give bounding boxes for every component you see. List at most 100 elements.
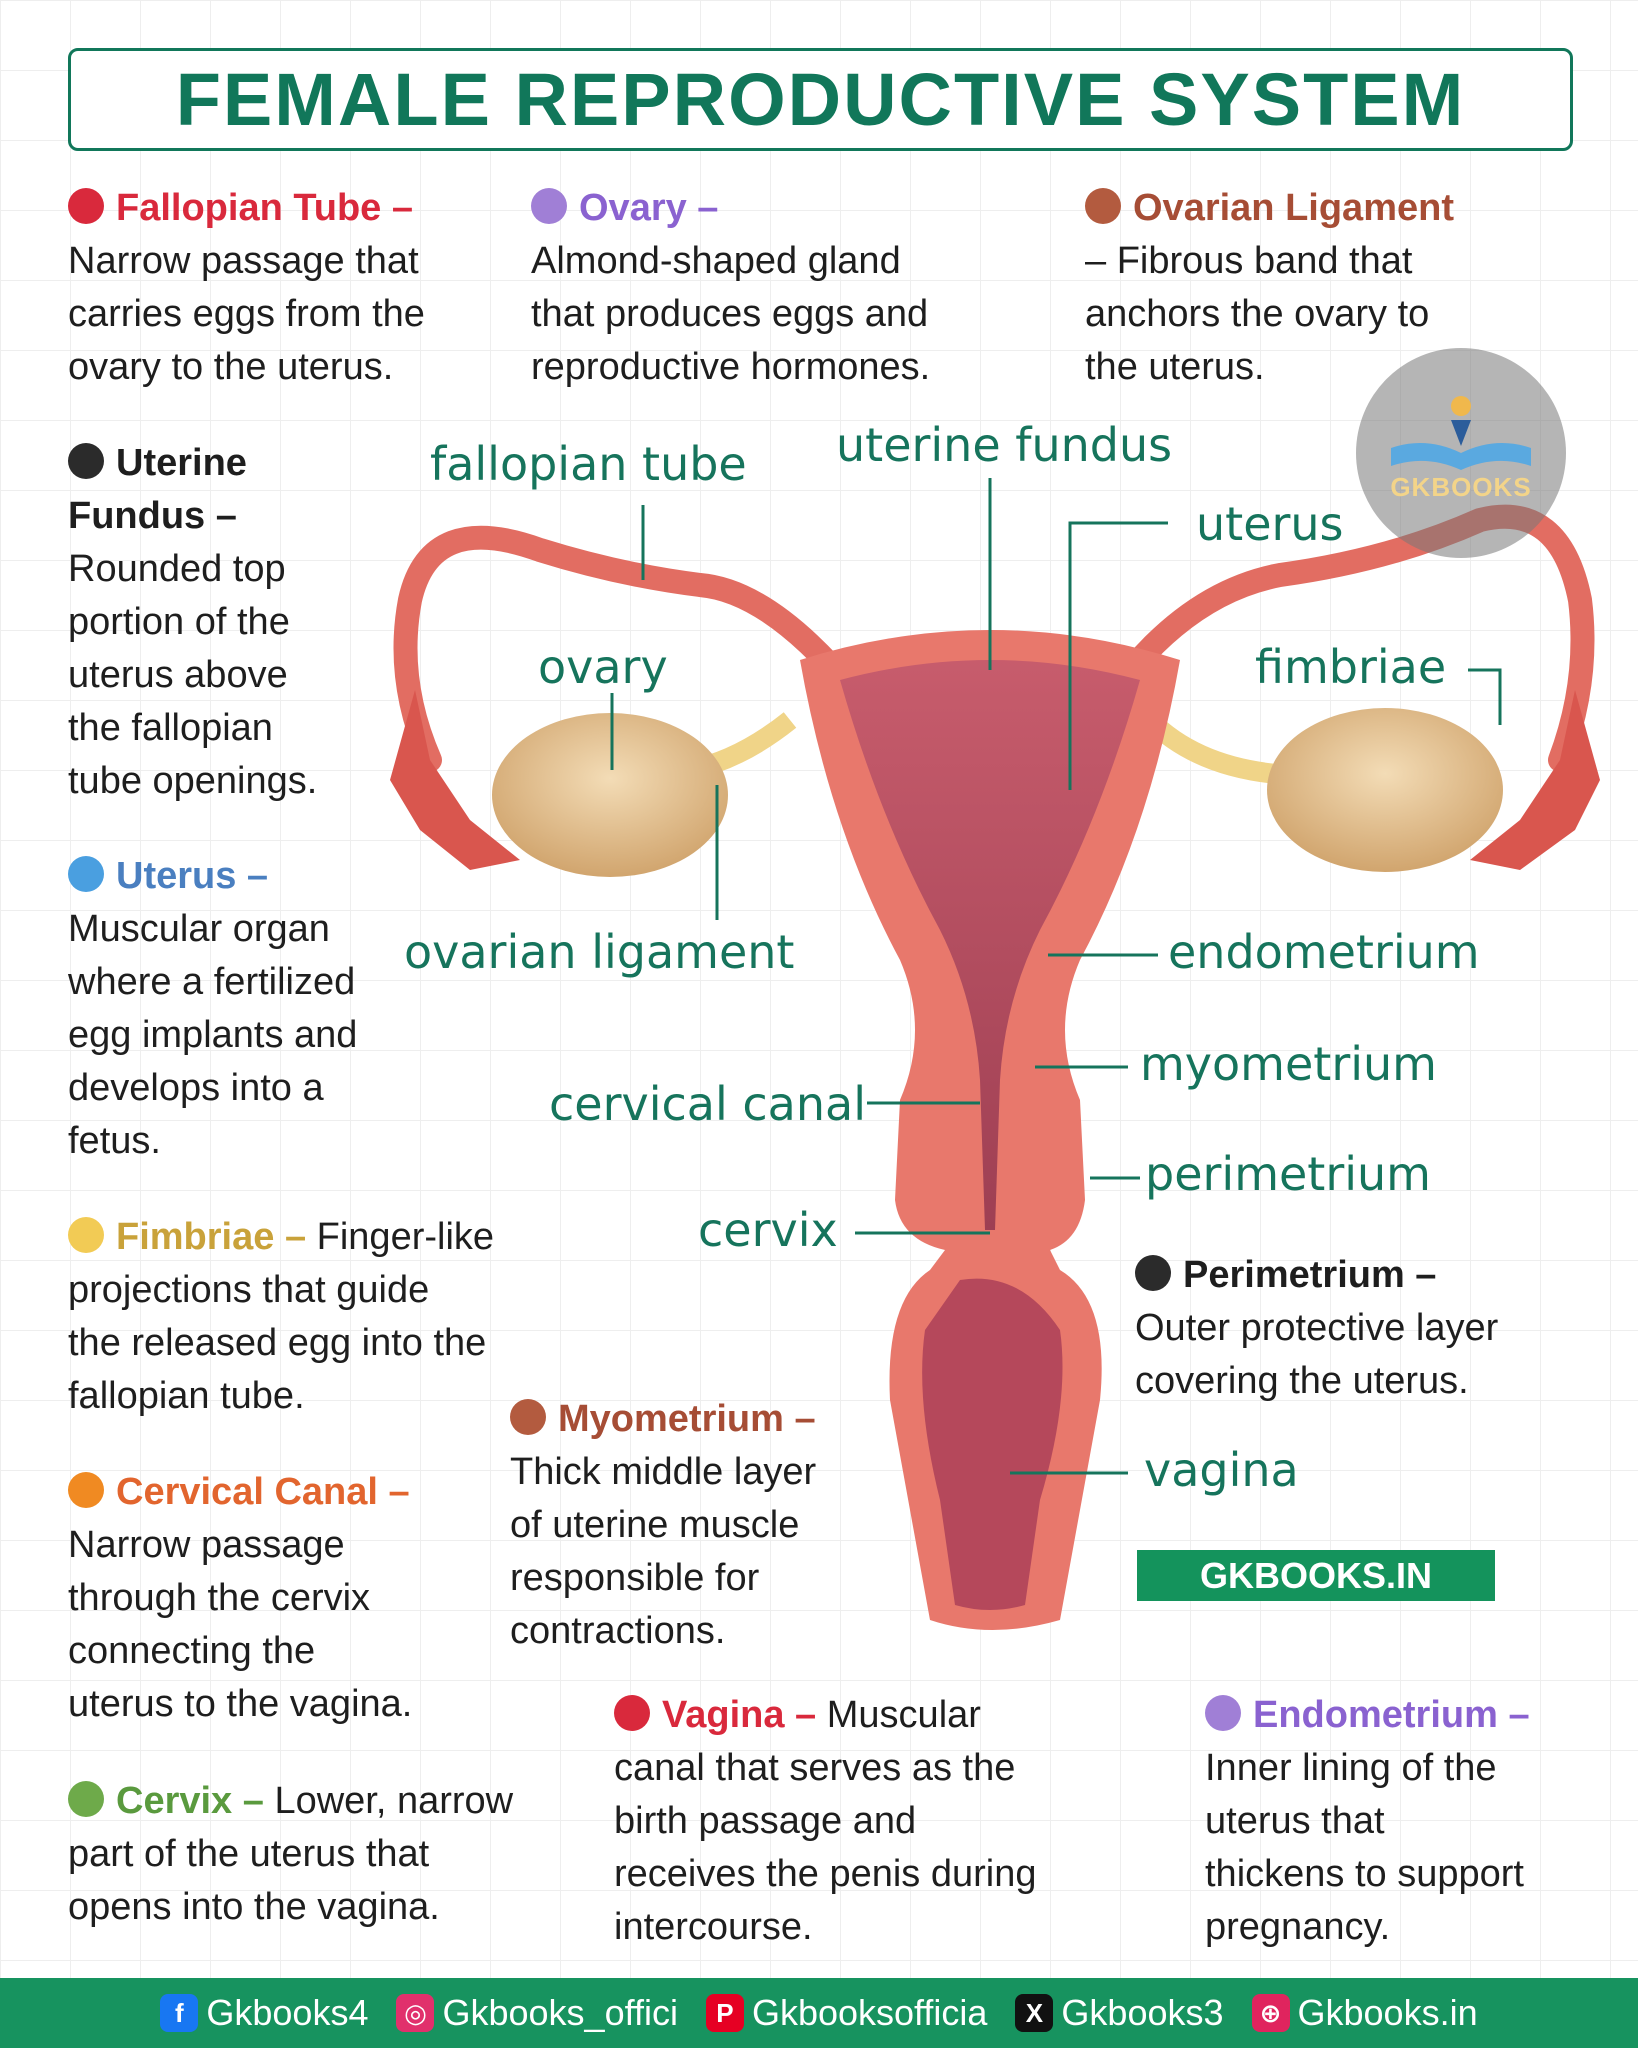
def-ovary: Ovary – Almond-shaped gland that produce… bbox=[531, 182, 1011, 394]
def-line: Thick middle layer bbox=[510, 1451, 817, 1493]
footer-instagram-link[interactable]: ◎ Gkbooks_offici bbox=[396, 1992, 678, 2034]
def-line: Muscular bbox=[826, 1694, 981, 1736]
def-cervix: Cervix – Lower, narrow part of the uteru… bbox=[68, 1775, 588, 1934]
def-line: connecting the bbox=[68, 1630, 316, 1672]
def-term: Perimetrium – bbox=[1183, 1254, 1437, 1296]
footer-website-text: Gkbooks.in bbox=[1297, 1992, 1478, 2033]
footer-x-link[interactable]: X Gkbooks3 bbox=[1015, 1992, 1224, 2034]
def-line: Rounded top bbox=[68, 548, 286, 590]
bullet-dot bbox=[68, 1472, 104, 1508]
def-uterus: Uterus – Muscular organ where a fertiliz… bbox=[68, 850, 428, 1168]
def-term: Fundus – bbox=[68, 495, 237, 537]
def-line: the uterus. bbox=[1085, 346, 1265, 388]
def-line: Muscular organ bbox=[68, 908, 330, 950]
bullet-dot bbox=[510, 1399, 546, 1435]
label-perimetrium: perimetrium bbox=[1145, 1147, 1431, 1201]
def-line: fetus. bbox=[68, 1120, 161, 1162]
def-line: canal that serves as the bbox=[614, 1747, 1016, 1789]
def-line: where a fertilized bbox=[68, 961, 356, 1003]
gkbooks-logo: GKBOOKS bbox=[1356, 348, 1566, 558]
def-line: fallopian tube. bbox=[68, 1375, 305, 1417]
def-term: Fallopian Tube – bbox=[116, 187, 413, 229]
def-line: intercourse. bbox=[614, 1906, 813, 1948]
def-line: birth passage and bbox=[614, 1800, 917, 1842]
def-line: that produces eggs and bbox=[531, 293, 929, 335]
bullet-dot bbox=[68, 856, 104, 892]
def-line: Narrow passage that bbox=[68, 240, 419, 282]
ovarian-ligament-right bbox=[1142, 712, 1291, 785]
label-fimbriae: fimbriae bbox=[1255, 640, 1447, 694]
globe-icon: ⊕ bbox=[1251, 1994, 1290, 2032]
bullet-dot bbox=[68, 188, 104, 224]
page-title: FEMALE REPRODUCTIVE SYSTEM bbox=[175, 58, 1466, 141]
label-ovary: ovary bbox=[538, 640, 668, 694]
uterine-cavity bbox=[840, 660, 1140, 1230]
ovary-left bbox=[492, 713, 728, 877]
def-line: thickens to support bbox=[1205, 1853, 1524, 1895]
pinterest-icon: P bbox=[705, 1994, 744, 2032]
def-line: covering the uterus. bbox=[1135, 1360, 1469, 1402]
def-line: portion of the bbox=[68, 601, 290, 643]
bullet-dot bbox=[68, 1217, 104, 1253]
x-icon: X bbox=[1015, 1994, 1054, 2032]
bullet-dot bbox=[68, 1781, 104, 1817]
footer-facebook-link[interactable]: f Gkbooks4 bbox=[160, 1992, 368, 2034]
bullet-dot bbox=[1085, 188, 1121, 224]
def-term: Fimbriae – bbox=[116, 1216, 307, 1258]
website-badge[interactable]: GKBOOKS.IN bbox=[1137, 1550, 1495, 1601]
footer-x-text: Gkbooks3 bbox=[1061, 1992, 1224, 2033]
bullet-dot bbox=[531, 188, 567, 224]
footer-instagram-text: Gkbooks_offici bbox=[442, 1992, 678, 2033]
def-vagina: Vagina – Muscular canal that serves as t… bbox=[614, 1689, 1134, 1954]
def-line: ovary to the uterus. bbox=[68, 346, 394, 388]
def-line: egg implants and bbox=[68, 1014, 358, 1056]
def-fimbriae: Fimbriae – Finger-like projections that … bbox=[68, 1211, 588, 1423]
def-line: anchors the ovary to bbox=[1085, 293, 1430, 335]
footer-website-link[interactable]: ⊕ Gkbooks.in bbox=[1251, 1992, 1478, 2034]
vaginal-canal bbox=[922, 1278, 1063, 1610]
label-fallopian-tube: fallopian tube bbox=[430, 437, 747, 491]
bullet-dot bbox=[1135, 1255, 1171, 1291]
def-line: contractions. bbox=[510, 1610, 726, 1652]
def-line: Outer protective layer bbox=[1135, 1307, 1499, 1349]
def-line: responsible for bbox=[510, 1557, 760, 1599]
def-uterine-fundus: Uterine Fundus – Rounded top portion of … bbox=[68, 437, 388, 808]
def-line: uterus to the vagina. bbox=[68, 1683, 413, 1725]
def-perimetrium: Perimetrium – Outer protective layer cov… bbox=[1135, 1249, 1585, 1408]
def-line: tube openings. bbox=[68, 760, 318, 802]
def-term: Endometrium – bbox=[1253, 1694, 1530, 1736]
def-term: Ovary – bbox=[579, 187, 719, 229]
def-line: through the cervix bbox=[68, 1577, 371, 1619]
def-line: – Fibrous band that bbox=[1085, 240, 1413, 282]
footer-pinterest-link[interactable]: P Gkbooksofficia bbox=[705, 1992, 987, 2034]
label-cervical-canal: cervical canal bbox=[549, 1077, 866, 1131]
def-line: of uterine muscle bbox=[510, 1504, 800, 1546]
def-term: Myometrium – bbox=[558, 1398, 816, 1440]
def-term: Cervix – bbox=[116, 1780, 264, 1822]
fimbriae-left bbox=[390, 690, 520, 870]
def-term: Uterine bbox=[116, 442, 247, 484]
label-vagina: vagina bbox=[1144, 1443, 1299, 1497]
label-myometrium: myometrium bbox=[1140, 1037, 1437, 1091]
label-cervix: cervix bbox=[698, 1203, 838, 1257]
def-line: projections that guide bbox=[68, 1269, 430, 1311]
def-fallopian-tube: Fallopian Tube – Narrow passage that car… bbox=[68, 182, 508, 394]
bullet-dot bbox=[1205, 1695, 1241, 1731]
def-line: uterus that bbox=[1205, 1800, 1385, 1842]
def-line: opens into the vagina. bbox=[68, 1886, 440, 1928]
def-line: Finger-like bbox=[316, 1216, 495, 1258]
logo-text: GKBOOKS bbox=[1390, 472, 1532, 502]
def-line: Inner lining of the bbox=[1205, 1747, 1497, 1789]
def-term: Vagina – bbox=[662, 1694, 817, 1736]
book-icon bbox=[1391, 396, 1531, 470]
def-line: part of the uterus that bbox=[68, 1833, 430, 1875]
fimbriae-right bbox=[1470, 690, 1600, 870]
def-term: Cervical Canal – bbox=[116, 1471, 410, 1513]
def-term: Ovarian Ligament bbox=[1133, 187, 1454, 229]
label-ovarian-ligament: ovarian ligament bbox=[404, 925, 795, 979]
label-uterus: uterus bbox=[1196, 497, 1344, 551]
def-ovarian-ligament: Ovarian Ligament – Fibrous band that anc… bbox=[1085, 182, 1555, 394]
leader-lines bbox=[610, 478, 1502, 1475]
def-line: the released egg into the bbox=[68, 1322, 487, 1364]
